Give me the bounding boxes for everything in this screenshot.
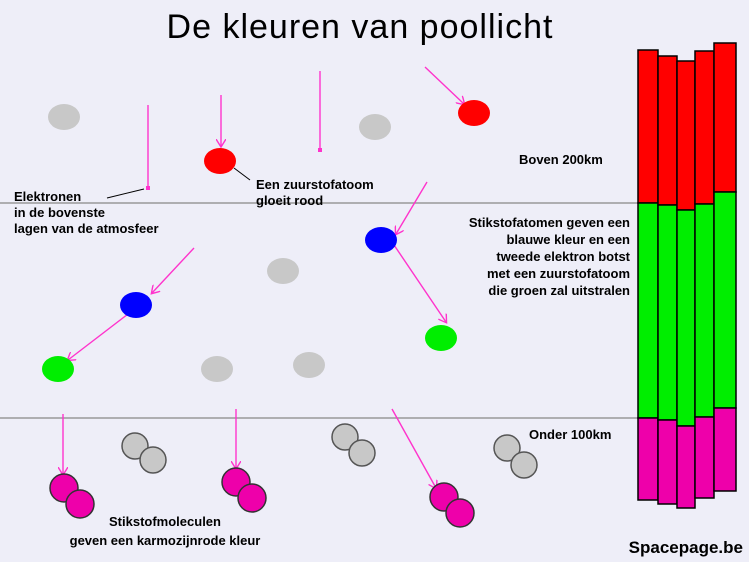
credit: Spacepage.be	[628, 538, 743, 557]
electron-arrow	[391, 408, 436, 488]
crimson-molecule	[429, 482, 475, 528]
crimson-molecule	[49, 473, 95, 519]
label-oxygen-red: Een zuurstofatoom gloeit rood	[256, 177, 374, 208]
curtain-strip	[694, 50, 715, 499]
gray-molecules	[121, 423, 538, 479]
electron-arrow	[68, 313, 129, 360]
gray-atom	[359, 114, 391, 140]
page-title: De kleuren van poollicht	[166, 8, 554, 46]
gray-atom	[293, 352, 325, 378]
electron-arrow	[424, 66, 464, 104]
gray-molecule	[493, 434, 538, 479]
nitrogen-blue-atom	[120, 292, 152, 318]
curtain-strip	[713, 42, 737, 492]
electron-arrow	[391, 241, 446, 322]
curtain-strip	[637, 49, 659, 501]
gray-molecule	[331, 423, 376, 467]
crimson-molecules	[49, 467, 475, 528]
curtain-strip	[657, 55, 678, 505]
oxygen-red-atom	[204, 148, 236, 174]
leader-line	[106, 188, 145, 199]
label-electrons: Elektronen in de bovenste lagen van de a…	[14, 189, 159, 236]
electron-paths	[63, 66, 464, 488]
oxygen-green-atom	[425, 325, 457, 351]
leader-line	[233, 167, 251, 181]
gray-atoms	[48, 104, 391, 382]
label-nitrogen-blue: Stikstofatomen geven een blauwe kleur en…	[468, 215, 630, 298]
gray-molecule	[121, 432, 167, 474]
oxygen-green-atom	[42, 356, 74, 382]
curtain-strip	[676, 60, 696, 509]
gray-atom	[267, 258, 299, 284]
gray-atom	[48, 104, 80, 130]
label-below-100km: Onder 100km	[529, 427, 612, 442]
electron-dot	[318, 148, 322, 152]
label-molecules: Stikstofmoleculen geven een karmozijnrod…	[69, 514, 261, 548]
electron-arrow	[396, 181, 428, 234]
aurora-curtain	[637, 42, 737, 509]
nitrogen-blue-atom	[365, 227, 397, 253]
colored-atoms	[42, 100, 490, 382]
gray-atom	[201, 356, 233, 382]
electron-dot	[146, 186, 150, 190]
label-above-200km: Boven 200km	[519, 152, 603, 167]
electron-arrow	[152, 247, 195, 293]
oxygen-red-atom	[458, 100, 490, 126]
crimson-molecule	[221, 467, 267, 513]
